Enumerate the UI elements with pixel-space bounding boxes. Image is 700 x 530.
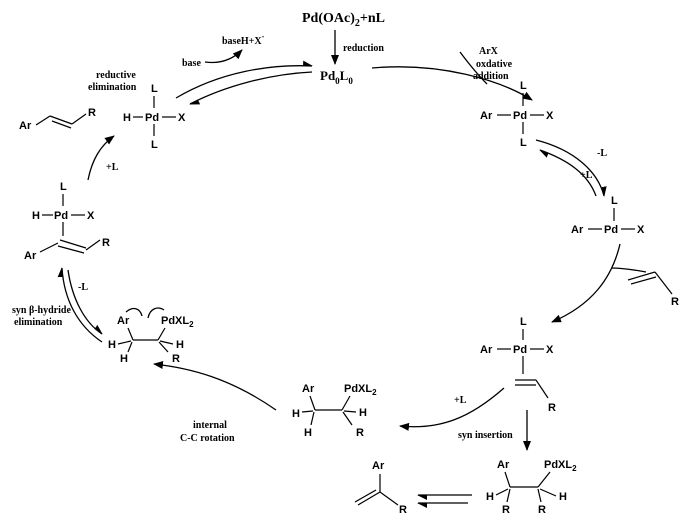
svg-text:R: R bbox=[102, 237, 110, 249]
svg-text:Pd(OAc)2+nL: Pd(OAc)2+nL bbox=[302, 11, 385, 29]
svg-text:Pd: Pd bbox=[513, 110, 527, 122]
alkene-coordination-arrow bbox=[551, 243, 621, 323]
svg-text:L: L bbox=[151, 83, 158, 95]
precursor-formula: Pd(OAc)2+nL bbox=[302, 11, 385, 29]
beta-elimination-reverse-arrow bbox=[67, 269, 103, 335]
svg-text:R: R bbox=[399, 504, 407, 516]
svg-text:Pd: Pd bbox=[604, 224, 618, 236]
insertion-product: Ar PdXL2 H R R H bbox=[486, 459, 577, 516]
svg-text:X: X bbox=[637, 224, 645, 236]
svg-text:Pd0L0: Pd0L0 bbox=[320, 68, 353, 86]
svg-text:H: H bbox=[304, 427, 312, 439]
syn-insertion-label: syn insertion bbox=[458, 430, 513, 441]
svg-text:PdXL2: PdXL2 bbox=[161, 315, 194, 329]
hydride-alkene-complex: L H Pd X Ar R bbox=[24, 181, 110, 262]
svg-text:H: H bbox=[120, 353, 128, 365]
rotation-curl-2 bbox=[147, 307, 165, 319]
alkene-reagent: R bbox=[627, 271, 679, 308]
svg-text:H: H bbox=[32, 210, 40, 222]
svg-text:H: H bbox=[486, 491, 494, 503]
svg-text:L: L bbox=[520, 80, 527, 92]
svg-text:Ar: Ar bbox=[497, 459, 510, 471]
svg-text:R: R bbox=[356, 427, 364, 439]
rotamer-left: Ar PdXL2 H H R H bbox=[108, 307, 194, 365]
svg-text:Ar: Ar bbox=[571, 224, 584, 236]
svg-text:X: X bbox=[546, 344, 554, 356]
svg-text:Pd: Pd bbox=[145, 112, 159, 124]
complex-pi-alkene: L Ar Pd X R bbox=[480, 316, 556, 414]
svg-text:R: R bbox=[548, 402, 556, 414]
svg-text:L: L bbox=[151, 139, 158, 151]
branched-side-product: Ar R bbox=[354, 460, 407, 516]
svg-text:L: L bbox=[520, 137, 527, 149]
reduction-label: reduction bbox=[343, 43, 384, 54]
svg-text:H: H bbox=[359, 407, 367, 419]
svg-text:Ar: Ar bbox=[302, 383, 315, 395]
svg-text:L: L bbox=[611, 195, 618, 207]
svg-text:R: R bbox=[88, 107, 96, 119]
svg-text:PdXL2: PdXL2 bbox=[344, 383, 377, 397]
svg-text:X: X bbox=[87, 210, 95, 222]
svg-text:H: H bbox=[559, 491, 567, 503]
svg-text:L: L bbox=[60, 181, 67, 193]
arx-entry-arrow bbox=[459, 51, 488, 85]
svg-text:Ar: Ar bbox=[372, 460, 385, 472]
svg-text:Ar: Ar bbox=[19, 120, 32, 132]
svg-text:Pd: Pd bbox=[513, 344, 527, 356]
svg-text:R: R bbox=[538, 504, 546, 516]
svg-text:Ar: Ar bbox=[117, 315, 130, 327]
arx-label: ArX bbox=[479, 46, 499, 57]
minus-l-left-label: -L bbox=[78, 282, 88, 293]
hydride-complex: L H Pd X L bbox=[123, 83, 186, 151]
oxidative-addition-arrow bbox=[371, 66, 533, 101]
reductive-label-1: reductive bbox=[96, 70, 136, 81]
ligand-association-left-arrow bbox=[87, 135, 115, 181]
heck-product: Ar R bbox=[19, 107, 96, 132]
svg-text:H: H bbox=[176, 339, 184, 351]
insertion-to-rotamer-arrow bbox=[399, 387, 505, 431]
internal-label-1: internal bbox=[193, 420, 227, 431]
svg-text:Ar: Ar bbox=[24, 250, 37, 262]
minus-l-right-label: -L bbox=[597, 148, 607, 159]
internal-label-2: C-C rotation bbox=[180, 433, 235, 444]
svg-text:H: H bbox=[292, 408, 300, 420]
complex-arpdl2x: L Ar Pd X L bbox=[480, 80, 554, 149]
svg-text:L: L bbox=[520, 316, 527, 328]
alkene-entry-arrow bbox=[611, 267, 647, 273]
ligand-loss-arrow bbox=[535, 139, 607, 197]
regeneration-reverse-arrow bbox=[189, 71, 313, 105]
oxidative-label-1: oxdative bbox=[476, 59, 513, 70]
syn-beta-label-2: elimination bbox=[14, 317, 63, 328]
svg-text:R: R bbox=[671, 296, 679, 308]
svg-text:R: R bbox=[172, 353, 180, 365]
complex-arpdlx: L Ar Pd X bbox=[571, 195, 645, 236]
ligand-gain-arrow bbox=[539, 149, 597, 197]
svg-text:H: H bbox=[108, 339, 116, 351]
base-hx-label: baseH+X- bbox=[222, 32, 265, 47]
rotamer-middle: Ar PdXL2 H H R H bbox=[292, 383, 377, 439]
svg-text:X: X bbox=[546, 110, 554, 122]
base-hx-release-arrow bbox=[204, 49, 243, 64]
plus-l-right-label: +L bbox=[580, 170, 593, 181]
svg-text:H: H bbox=[123, 112, 131, 124]
internal-rotation-arrow bbox=[153, 361, 277, 411]
svg-text:Ar: Ar bbox=[480, 344, 493, 356]
oxidative-label-2: addition bbox=[473, 71, 509, 82]
reductive-label-2: elimination bbox=[88, 82, 137, 93]
plus-l-left-label: +L bbox=[106, 162, 119, 173]
pd0-complex: Pd0L0 bbox=[320, 68, 353, 86]
syn-beta-label-1: syn β-hydride bbox=[12, 305, 71, 316]
svg-text:R: R bbox=[502, 504, 510, 516]
rotation-curl-1 bbox=[125, 307, 143, 317]
svg-text:PdXL2: PdXL2 bbox=[544, 459, 577, 473]
regeneration-arrow bbox=[175, 60, 313, 99]
svg-text:Ar: Ar bbox=[480, 110, 493, 122]
svg-text:X: X bbox=[178, 112, 186, 124]
beta-elimination-arrow bbox=[57, 267, 103, 343]
svg-text:Pd: Pd bbox=[54, 210, 68, 222]
base-label: base bbox=[182, 58, 201, 69]
plus-l-bottom-label: +L bbox=[454, 395, 467, 406]
